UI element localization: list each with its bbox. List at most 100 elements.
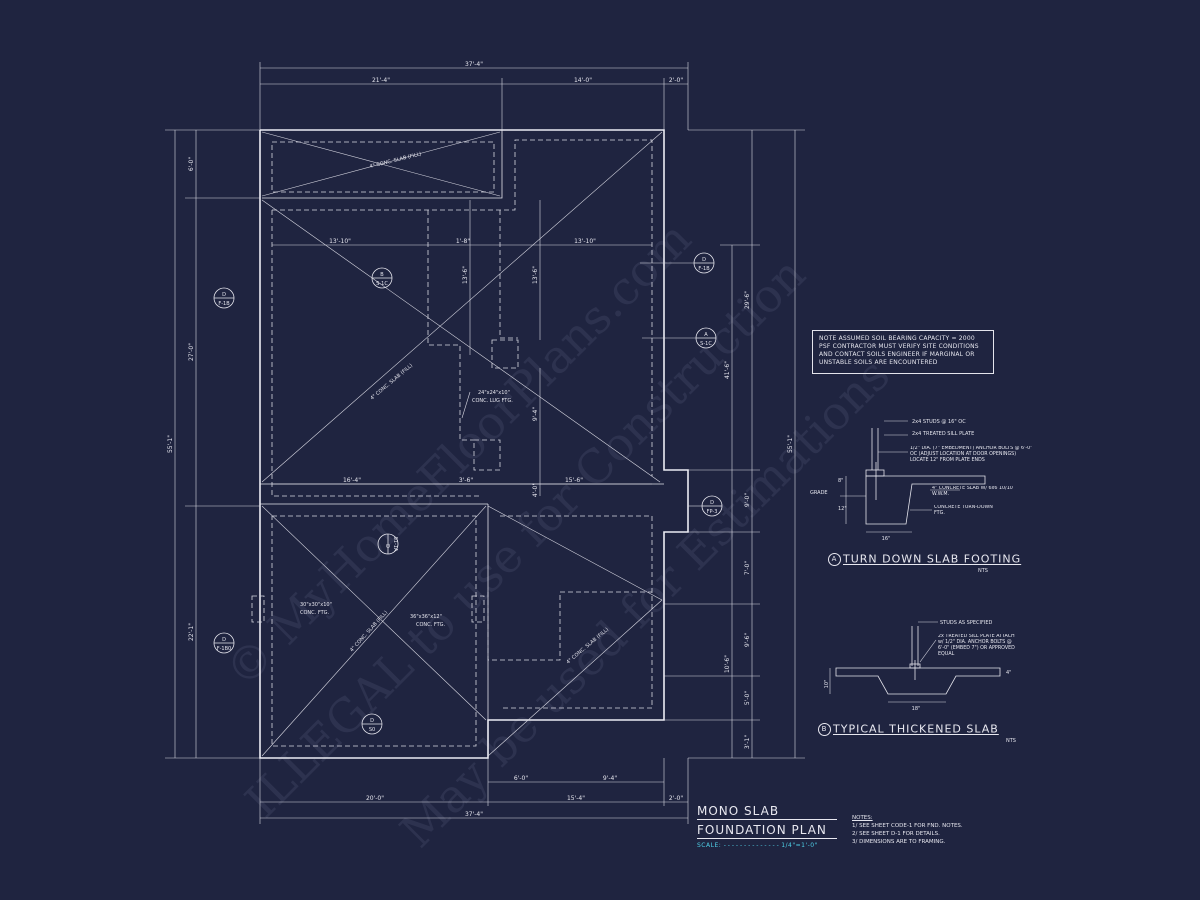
marker-bottom: S-1C xyxy=(700,341,712,347)
detail-a-callout-5: CONCRETE TURN-DOWN FTG. xyxy=(934,505,993,516)
detail-b-nts: NTS xyxy=(1006,738,1016,744)
marker-top: D xyxy=(222,292,226,298)
dim-right-overall: 55'-1" xyxy=(787,435,794,453)
dim-top-seg-1: 21'-4" xyxy=(372,77,390,84)
marker-bottom: F-1B0 xyxy=(217,646,231,652)
notes-heading: NOTES: xyxy=(852,815,873,821)
marker-bottom: S-1C xyxy=(376,281,388,287)
section-marker[interactable]: D F-1B0 xyxy=(213,632,235,654)
detail-a-callout-3: 1/2" DIA. (7" EMBEDMENT) ANCHOR BOLTS @ … xyxy=(910,446,1033,463)
section-marker[interactable]: D FP-3 xyxy=(688,495,723,517)
section-marker[interactable]: D F-1B xyxy=(213,287,235,309)
detail-b-callout-2-wrap: 2x TREATED SILL PLATE ATTACH w/ 1/2" DIA… xyxy=(938,634,1015,657)
dim-bottom-inner-2: 9'-4" xyxy=(603,775,617,782)
watermark-group: © MyHomeFloorPlans.com ILLEGAL to use fo… xyxy=(215,211,900,858)
dim-right-seg-4: 9'-6" xyxy=(744,633,751,647)
dim-right-inner-2: 10'-6" xyxy=(724,655,731,673)
section-marker[interactable]: D S1-1A xyxy=(377,533,399,555)
slab-diagonals xyxy=(261,131,663,757)
detail-b-marker: B xyxy=(818,722,831,736)
dim-right-inner-1: 41'-6" xyxy=(724,361,731,379)
scale-label: SCALE: xyxy=(697,842,722,849)
plan-scale: SCALE: - - - - - - - - - - - - - - 1/4"=… xyxy=(697,842,818,849)
marker-top: D xyxy=(702,257,706,263)
dim-bottom-seg-2: 15'-4" xyxy=(567,795,585,802)
detail-a-callout-4-wrap: 4" CONCRETE SLAB W/ 6x6 10/10 W.W.M. xyxy=(932,486,1013,497)
dim-left-seg-3: 22'-1" xyxy=(188,623,195,641)
detail-a-title-text: TURN DOWN SLAB FOOTING xyxy=(843,552,1022,566)
dim-bottom-seg-3: 2'-0" xyxy=(669,795,683,802)
detail-b-callout-1: STUDS AS SPECIFIED xyxy=(940,620,993,626)
scale-value: 1/4"=1'-0" xyxy=(781,842,818,849)
lug-ftg-name: CONC. LUG FTG. xyxy=(472,398,513,404)
dim-int-6: 9'-4" xyxy=(532,407,539,421)
plan-title-line-1: MONO SLAB xyxy=(697,804,837,820)
dim-int-8: 3'-6" xyxy=(459,477,473,484)
dim-int-10: 4'-0" xyxy=(532,483,539,497)
detail-b-dim-3: 4" xyxy=(1006,670,1011,676)
marker-bottom: F-1B xyxy=(218,301,230,307)
dim-overall-bottom: 37'-4" xyxy=(465,811,483,818)
dim-top-seg-2: 14'-0" xyxy=(574,77,592,84)
interior-dimensions: 13'-10" 1'-8" 13'-10" 13'-6" 13'-6" 9'-4… xyxy=(272,200,652,497)
dim-bottom-inner-1: 6'-0" xyxy=(514,775,528,782)
marker-bottom: S1-1A xyxy=(392,537,398,552)
marker-top: D xyxy=(370,718,374,724)
left-ftg-size: 30"x30"x10" xyxy=(300,602,332,608)
detail-a-callout-2: 2x4 TREATED SILL PLATE xyxy=(912,431,974,437)
section-marker[interactable]: D S0 xyxy=(361,713,383,735)
marker-top: D xyxy=(384,544,390,548)
left-dimensions: 55'-1" 6'-0" 27'-0" 22'-1" xyxy=(165,129,260,759)
dim-right-seg-3: 7'-0" xyxy=(744,561,751,575)
dim-right-seg-6: 3'-1" xyxy=(744,735,751,749)
detail-a-dim-3: 16" xyxy=(882,536,891,542)
section-marker[interactable]: D F-1B xyxy=(640,252,715,274)
dim-overall-top: 37'-4" xyxy=(465,61,483,68)
detail-a-callout-4: 4" CONCRETE SLAB W/ 6x6 10/10 W.W.M. xyxy=(932,486,1013,497)
detail-b-dim-1: 10" xyxy=(824,680,830,689)
dim-left-overall: 55'-1" xyxy=(167,435,174,453)
section-markers: B S-1C D F-1B D F-1B A S-1C D FP-3 xyxy=(213,252,723,735)
detail-b-dim-2: 18" xyxy=(912,706,921,712)
detail-b-title-text: TYPICAL THICKENED SLAB xyxy=(833,722,999,736)
dim-int-9: 15'-6" xyxy=(565,477,583,484)
dim-int-4: 13'-6" xyxy=(462,266,469,284)
detail-b-callout-2: 2x TREATED SILL PLATE ATTACH w/ 1/2" DIA… xyxy=(938,634,1015,657)
title-block: MONO SLAB FOUNDATION PLAN SCALE: - - - -… xyxy=(697,804,837,849)
detail-a-dim-1: 8" xyxy=(838,478,843,484)
section-marker[interactable]: A S-1C xyxy=(642,327,717,349)
note-item: 1/ SEE SHEET CODE-1 FOR FND. NOTES. xyxy=(852,823,963,829)
dashed-footings xyxy=(251,139,653,747)
note-item: 2/ SEE SHEET D-1 FOR DETAILS. xyxy=(852,831,940,837)
dim-int-7: 16'-4" xyxy=(343,477,361,484)
detail-a-callout-1: 2x4 STUDS @ 16" OC xyxy=(912,419,966,425)
dim-bottom-seg-1: 20'-0" xyxy=(366,795,384,802)
right-dimensions: 29'-6" 9'-0" 7'-0" 9'-6" 5'-0" 3'-1" 41'… xyxy=(664,129,805,759)
marker-top: D xyxy=(222,637,226,643)
dim-right-seg-5: 5'-0" xyxy=(744,691,751,705)
lug-ftg-size: 24"x24"x10" xyxy=(478,390,510,396)
dim-int-5: 13'-6" xyxy=(532,266,539,284)
detail-a-callout-3-wrap: 1/2" DIA. (7" EMBEDMENT) ANCHOR BOLTS @ … xyxy=(910,446,1033,463)
dim-right-seg-2: 9'-0" xyxy=(744,493,751,507)
note-item: 3/ DIMENSIONS ARE TO FRAMING. xyxy=(852,839,946,845)
marker-top: B xyxy=(380,272,384,278)
dim-left-seg-1: 6'-0" xyxy=(188,157,195,171)
marker-bottom: F-1B xyxy=(698,266,710,272)
dim-right-seg-1: 29'-6" xyxy=(744,291,751,309)
detail-a-callout-5-wrap: CONCRETE TURN-DOWN FTG. xyxy=(934,505,993,516)
general-notes: NOTES: 1/ SEE SHEET CODE-1 FOR FND. NOTE… xyxy=(852,814,1012,846)
detail-a-nts: NTS xyxy=(978,568,988,574)
dim-top-seg-3: 2'-0" xyxy=(669,77,683,84)
marker-bottom: FP-3 xyxy=(707,509,718,515)
dim-int-3: 13'-10" xyxy=(574,238,596,245)
marker-top: D xyxy=(710,500,714,506)
section-marker[interactable]: B S-1C xyxy=(371,267,393,289)
detail-a-drawing: GRADE 8" 12" 16" 2x4 STUDS @ 16" OC 2x4 … xyxy=(810,419,1033,542)
detail-a-grade: GRADE xyxy=(810,490,828,496)
plan-title-line-2: FOUNDATION PLAN xyxy=(697,823,837,839)
dim-left-seg-2: 27'-0" xyxy=(188,343,195,361)
center-ftg-name: CONC. FTG. xyxy=(416,622,446,628)
detail-a-dim-2: 12" xyxy=(838,506,847,512)
